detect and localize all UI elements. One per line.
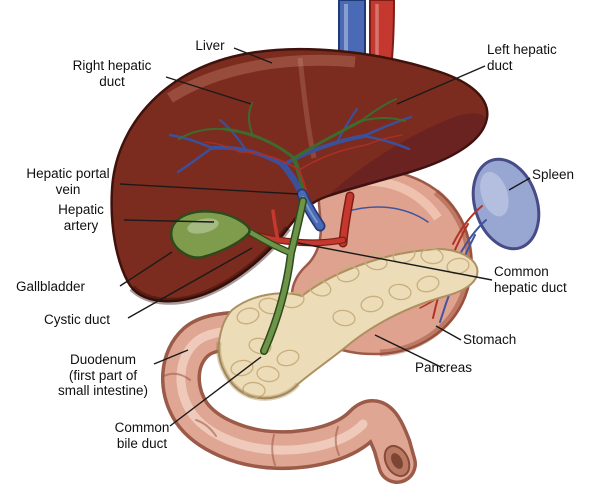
liver-hepatic-duct-branches [178, 98, 406, 202]
gallbladder-shape [170, 210, 251, 259]
cystic-duct-label: Cystic duct [44, 312, 111, 327]
cystic-duct-leader-line [127, 247, 253, 319]
spleen-leader-line [508, 177, 531, 191]
hepatic-portal-vein-leader-line [119, 183, 299, 195]
gallbladder-leader-line [119, 251, 173, 287]
common-bile-duct-leader-line [169, 356, 262, 427]
pancreas-shape [216, 246, 479, 401]
bile-ducts [244, 197, 307, 355]
spleen-label: Spleen [532, 167, 575, 182]
common-bile-duct-shape [261, 250, 294, 354]
cystic-duct-shape [245, 228, 294, 256]
right-hepatic-duct-label: Right hepatic duct [72, 58, 152, 89]
hepatic-artery-label: Hepatic artery [58, 202, 104, 233]
liver-leader-line [233, 47, 273, 64]
left-hepatic-duct-label: Left hepatic duct [487, 42, 557, 73]
right-hepatic-duct-leader-line [165, 76, 252, 105]
pancreas-label: Pancreas [415, 360, 473, 375]
liver-label: Liver [195, 38, 225, 53]
hepatic-artery-leader-line [123, 219, 215, 223]
common-hepatic-duct-shape [288, 198, 306, 256]
stomach-label: Stomach [463, 332, 517, 347]
duodenum-leader-line [153, 349, 189, 365]
liver-portal-vein-branches [168, 107, 413, 200]
hepatic-portal-vein-label: Hepatic portal vein [26, 166, 110, 197]
duodenum-cut-end [383, 444, 411, 478]
common-bile-duct-label: Common bile duct [114, 420, 170, 451]
duodenum-label: Duodenum (first part of small intestine) [57, 352, 149, 399]
stomach-leader-line [435, 325, 462, 341]
common-hepatic-duct-leader-line [297, 242, 493, 281]
common-hepatic-duct-label: Common hepatic duct [494, 264, 567, 295]
gallbladder-label: Gallbladder [16, 279, 86, 294]
pancreas-leader-line [374, 334, 444, 369]
left-hepatic-duct-leader-line [396, 65, 486, 105]
leader-lines [119, 47, 531, 427]
